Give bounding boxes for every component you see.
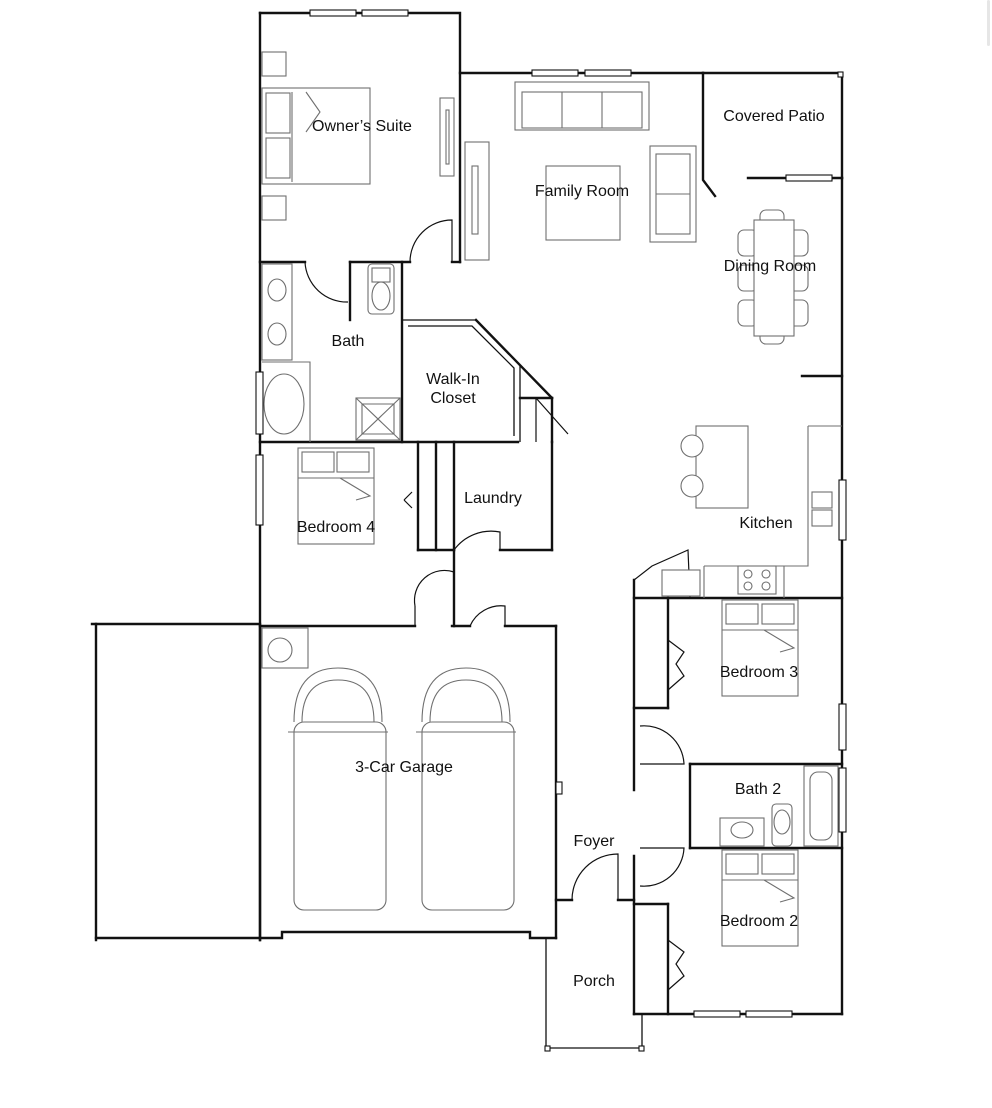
label-bath: Bath <box>332 333 365 350</box>
label-bedroom-4: Bedroom 4 <box>297 519 375 536</box>
label-garage: 3-Car Garage <box>355 759 453 776</box>
label-laundry: Laundry <box>464 490 522 507</box>
bedroom-2-bed <box>721 849 799 947</box>
label-walk-in-closet-line-2: Closet <box>430 390 476 407</box>
scrollbar-thumb[interactable] <box>987 0 990 46</box>
bath-2-fixtures <box>719 765 839 847</box>
scrollbar-track[interactable] <box>984 0 992 1108</box>
label-dining-room: Dining Room <box>724 258 816 275</box>
label-covered-patio: Covered Patio <box>723 108 824 125</box>
bedroom-3-bed <box>721 599 799 697</box>
label-owners-suite: Owner’s Suite <box>312 118 412 135</box>
bath-fixtures <box>261 263 401 442</box>
label-walk-in-closet-line-1: Walk-In <box>426 371 480 388</box>
room-labels: Owner’s Suite Family Room Covered Patio … <box>297 108 825 990</box>
owners-suite-furniture <box>261 51 455 221</box>
family-room-furniture <box>464 81 697 261</box>
dining-table <box>737 209 809 345</box>
label-bath-2: Bath 2 <box>735 781 781 798</box>
label-kitchen: Kitchen <box>739 515 792 532</box>
windows <box>255 9 847 1018</box>
garage-cars <box>261 627 516 911</box>
label-bedroom-3: Bedroom 3 <box>720 664 798 681</box>
kitchen-fixtures <box>661 425 842 598</box>
label-foyer: Foyer <box>574 833 616 850</box>
label-family-room: Family Room <box>535 183 629 200</box>
bedroom-4-bed <box>297 447 375 545</box>
doors <box>304 219 691 991</box>
label-bedroom-2: Bedroom 2 <box>720 913 798 930</box>
label-porch: Porch <box>573 973 615 990</box>
